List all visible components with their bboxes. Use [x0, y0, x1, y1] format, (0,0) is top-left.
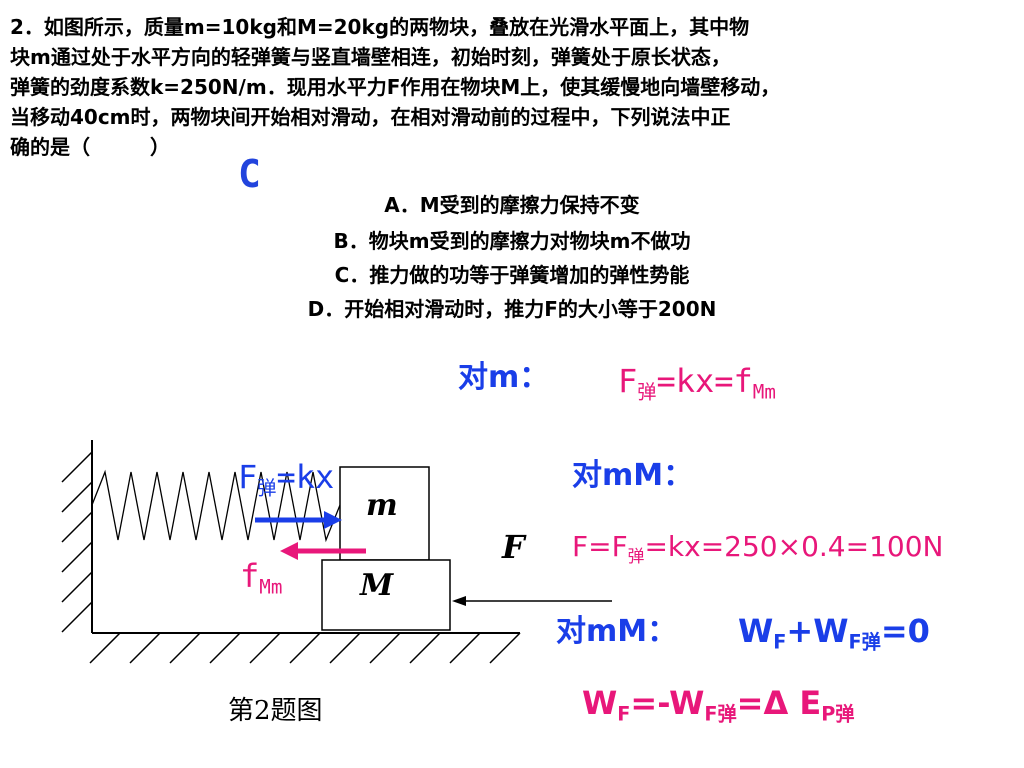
block-m-label: m [366, 488, 398, 523]
block-M-label: M [360, 568, 394, 603]
friction-label: fMm [240, 557, 283, 599]
spring-force-arrow-head [324, 511, 342, 529]
spring [91, 469, 341, 543]
analysis-for-mM-label-2: 对mM： [556, 614, 678, 649]
friction-arrow-head [280, 542, 298, 560]
option-c: C．推力做的功等于弹簧增加的弹性势能 [334, 263, 690, 287]
answer-mark: C [238, 152, 261, 196]
figure-caption: 第2题图 [228, 696, 323, 726]
question-line-3: 弹簧的劲度系数k=250N/m．现用水平力F作用在物块M上，使其缓慢地向墙壁移动… [10, 75, 781, 99]
question-line-5: 确的是（ ） [10, 135, 170, 159]
block-m [339, 466, 430, 561]
force-arrow-head [452, 596, 466, 606]
analysis-for-mM-equation: F=F弹=kx=250×0.4=100N [572, 530, 944, 566]
question-text: 2．如图所示，质量m=10kg和M=20kg的两物块，叠放在光滑水平面上，其中物… [10, 12, 1018, 162]
work-equation-1: WF+WF弹=0 [738, 612, 930, 654]
spring-force-label: F弹=kx [238, 458, 335, 500]
floor-hatching [89, 632, 521, 664]
analysis-for-m-label: 对m： [458, 360, 550, 395]
question-line-2: 块m通过处于水平方向的轻弹簧与竖直墙壁相连，初始时刻，弹簧处于原长状态， [10, 45, 731, 69]
option-b: B．物块m受到的摩擦力对物块m不做功 [333, 229, 691, 253]
option-a: A．M受到的摩擦力保持不变 [384, 193, 640, 217]
question-line-1: 2．如图所示，质量m=10kg和M=20kg的两物块，叠放在光滑水平面上，其中物 [10, 15, 750, 39]
force-label: F [502, 528, 525, 566]
block-M [321, 559, 451, 631]
analysis-for-mM-label-1: 对mM： [572, 458, 694, 493]
wall-hatching [61, 451, 93, 633]
option-d: D．开始相对滑动时，推力F的大小等于200N [307, 297, 717, 321]
analysis-for-m-equation: F弹=kx=fMm [618, 362, 776, 404]
question-line-4: 当移动40cm时，两物块间开始相对滑动，在相对滑动前的过程中，下列说法中正 [10, 105, 731, 129]
work-equation-2: WF=-WF弹=Δ EP弹 [582, 684, 855, 726]
